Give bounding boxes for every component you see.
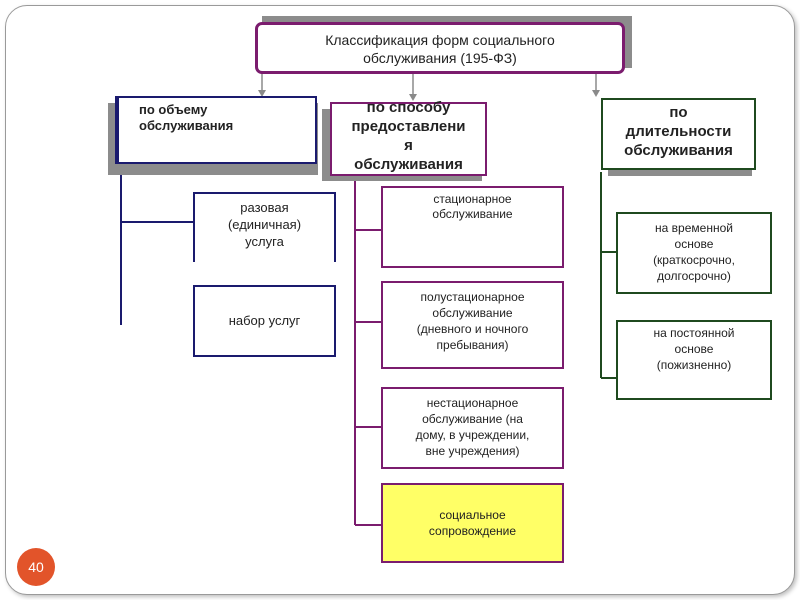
method-bg (332, 104, 485, 174)
duration-item-2-label: на постоянной основе (пожизненно) (653, 326, 735, 372)
duration-item-1-label: на временной основе (краткосрочно, долго… (653, 221, 735, 283)
arrow-left-head (258, 90, 266, 97)
volume-item-1: разовая (единичная) услуга (193, 192, 336, 262)
title-box: Классификация форм социального обслужива… (255, 22, 625, 74)
category-duration-label: по длительности обслуживания (624, 104, 733, 159)
duration-item-2: на постоянной основе (пожизненно) (616, 320, 772, 400)
page-number-badge: 40 (17, 548, 55, 586)
method-item-3: нестационарное обслуживание (на дому, в … (381, 387, 564, 469)
method-item-4-label: социальное сопровождение (428, 508, 517, 538)
category-method-label: по способу предоставлени я обслуживания (351, 99, 466, 173)
category-duration: по длительности обслуживания (601, 98, 756, 170)
volume-item-2: набор услуг (193, 285, 336, 357)
volume-item-2-label: набор услуг (228, 313, 301, 328)
title-text: Классификация форм социального обслужива… (325, 32, 555, 66)
method-item-3-label: нестационарное обслуживание (на дому, в … (415, 396, 530, 458)
category-volume-label: по объему обслуживания (139, 102, 234, 133)
arrow-middle-head (409, 94, 417, 101)
duration-item-1: на временной основе (краткосрочно, долго… (616, 212, 772, 294)
category-volume: по объему обслуживания (115, 96, 317, 164)
page-number: 40 (28, 559, 44, 575)
method-item-2: полустационарное обслуживание (дневного … (381, 281, 564, 369)
volume-item-1-label: разовая (единичная) услуга (227, 200, 302, 249)
method-item-1-label: стационарное обслуживание (432, 192, 513, 221)
method-item-4: социальное сопровождение (381, 483, 564, 563)
method-item-1: стационарное обслуживание (381, 186, 564, 268)
arrow-right-head (592, 90, 600, 97)
category-method: по способу предоставлени я обслуживания (330, 99, 487, 176)
method-item-2-label: полустационарное обслуживание (дневного … (416, 290, 529, 352)
